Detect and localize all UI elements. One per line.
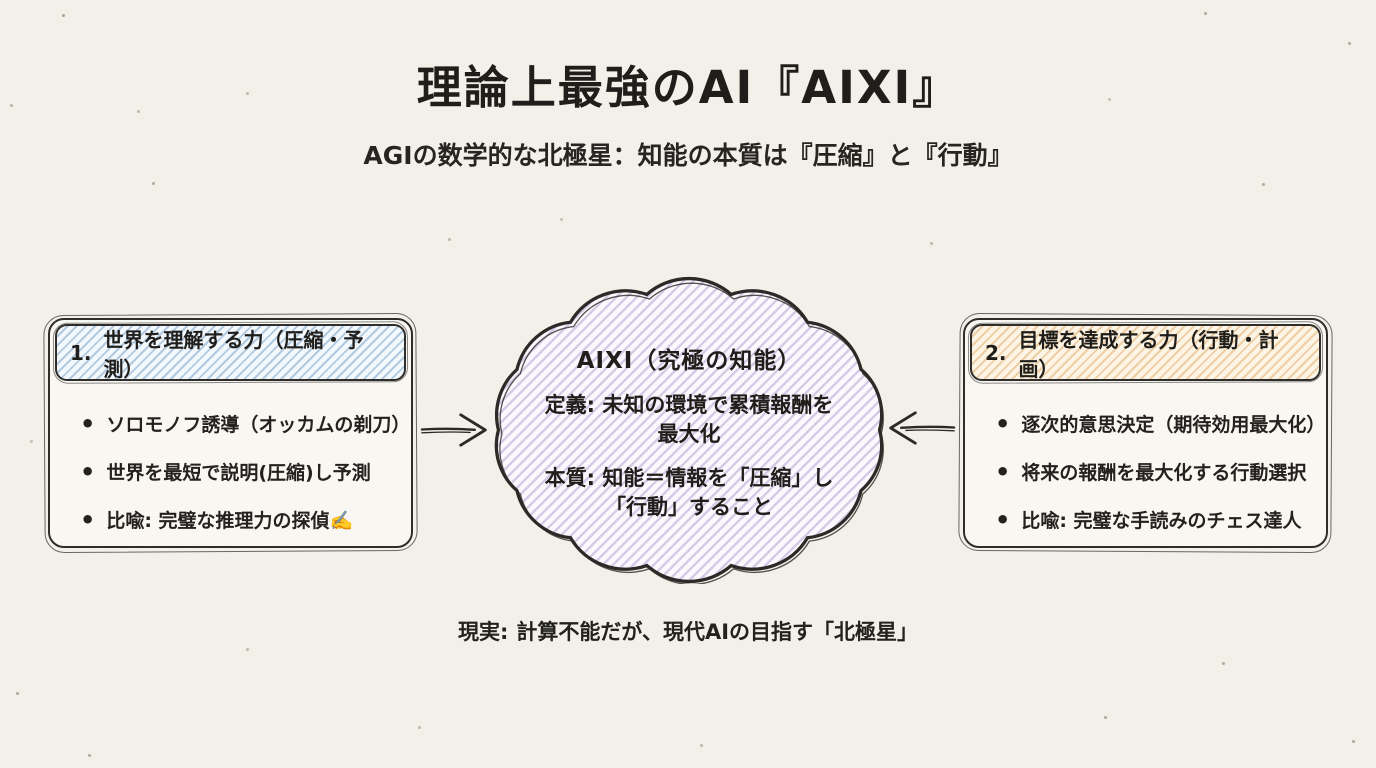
- right-box-number: 2.: [985, 340, 1007, 365]
- right-box-header: 2. 目標を達成する力（行動・計画）: [970, 324, 1321, 381]
- footer-note: 現実: 計算不能だが、現代AIの目指す「北極星」: [0, 616, 1376, 646]
- bullet-item: 比喩: 完璧な推理力の探偵✍️: [80, 506, 399, 534]
- page-subtitle: AGIの数学的な北極星：知能の本質は『圧縮』と『行動』: [363, 141, 1013, 170]
- left-box-title: 世界を理解する力（圧縮・予測）: [103, 327, 364, 381]
- left-box-number: 1.: [70, 340, 92, 365]
- bullet-item: ソロモノフ誘導（オッカムの剃刀）: [80, 410, 410, 438]
- arrow-left-icon: [889, 411, 956, 445]
- bullet-item: 将来の報酬を最大化する行動選択: [995, 458, 1314, 486]
- page-title: 理論上最強のAI『AIXI』: [416, 61, 960, 114]
- bullet-item: 逐次的意思決定（期待効用最大化）: [995, 410, 1325, 438]
- cloud-definition: 定義: 未知の環境で累積報酬を 最大化: [545, 391, 834, 449]
- bullet-item: 比喩: 完璧な手読みのチェス達人: [995, 506, 1314, 534]
- paper-speckles: [0, 0, 3, 3]
- arrow-right-icon: [420, 413, 487, 447]
- cloud-essence: 本質: 知能＝情報を「圧縮」し 「行動」すること: [545, 464, 834, 522]
- footer-text: 計算不能だが、現代AIの目指す「北極星」: [516, 620, 919, 644]
- cloud-essence-line2: 「行動」すること: [605, 494, 773, 519]
- left-box-bullets: ソロモノフ誘導（オッカムの剃刀） 世界を最短で説明(圧縮)し予測比喩: 完璧な推理…: [80, 410, 410, 554]
- cloud-definition-line1: 定義: 未知の環境で累積報酬を: [544, 392, 834, 417]
- right-box-action: 2. 目標を達成する力（行動・計画） 逐次的意思決定（期待効用最大化） 将来の報酬…: [963, 318, 1328, 548]
- left-box-header: 1. 世界を理解する力（圧縮・予測）: [55, 324, 406, 381]
- cloud-definition-line2: 最大化: [657, 421, 721, 446]
- left-box-compression: 1. 世界を理解する力（圧縮・予測） ソロモノフ誘導（オッカムの剃刀） 世界を最短…: [48, 318, 413, 548]
- cloud-text: AIXI（究極の知能） 定義: 未知の環境で累積報酬を 最大化 本質: 知能＝情…: [531, 322, 847, 540]
- right-box-bullets: 逐次的意思決定（期待効用最大化） 将来の報酬を最大化する行動選択比喩: 完璧な手読…: [995, 410, 1325, 554]
- cloud-essence-line1: 本質: 知能＝情報を「圧縮」し: [544, 465, 834, 490]
- aixi-cloud: AIXI（究極の知能） 定義: 未知の環境で累積報酬を 最大化 本質: 知能＝情…: [483, 276, 895, 584]
- right-box-title: 目標を達成する力（行動・計画）: [1018, 327, 1279, 381]
- bullet-item: 世界を最短で説明(圧縮)し予測: [80, 458, 399, 486]
- footer-label: 現実:: [457, 620, 509, 644]
- cloud-title: AIXI（究極の知能）: [576, 347, 802, 374]
- cloud-shape-icon: [494, 276, 884, 584]
